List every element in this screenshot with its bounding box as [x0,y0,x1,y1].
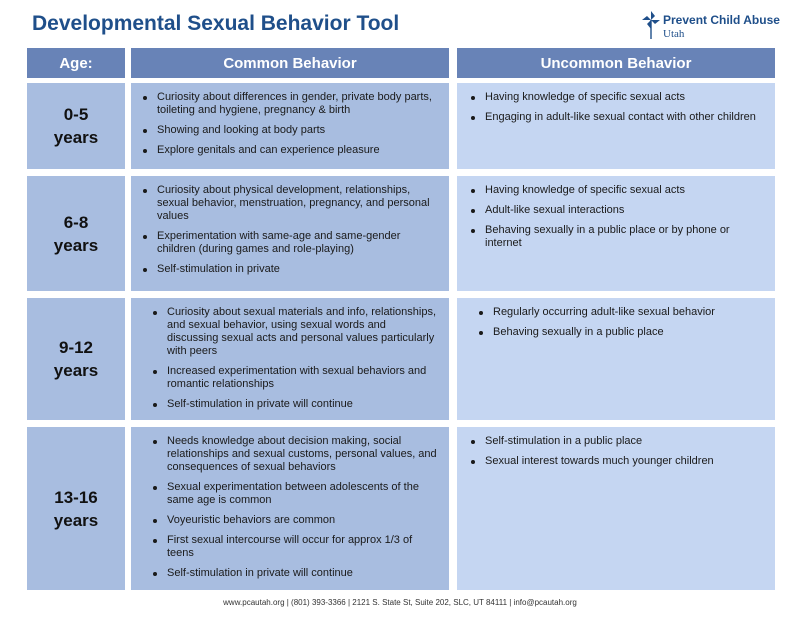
list-item: Needs knowledge about decision making, s… [151,435,439,474]
list-item: Self-stimulation in private [141,263,439,276]
list-item: Showing and looking at body parts [141,124,439,137]
header-age: Age: [27,48,125,78]
list-item: Behaving sexually in a public place [477,326,763,339]
age-cell: 13-16 years [27,427,125,590]
uncommon-behavior-list: Having knowledge of specific sexual acts… [469,91,763,124]
list-item: Engaging in adult-like sexual contact wi… [469,111,763,124]
age-cell: 9-12 years [27,298,125,420]
list-item: First sexual intercourse will occur for … [151,534,439,560]
common-behavior-cell: Curiosity about differences in gender, p… [131,83,449,169]
uncommon-behavior-cell: Having knowledge of specific sexual acts… [457,176,775,291]
list-item: Self-stimulation in private will continu… [151,398,439,411]
list-item: Regularly occurring adult-like sexual be… [477,306,763,319]
common-behavior-list: Curiosity about differences in gender, p… [141,91,439,157]
page-title: Developmental Sexual Behavior Tool [32,12,400,35]
list-item: Curiosity about physical development, re… [141,184,439,223]
list-item: Explore genitals and can experience plea… [141,144,439,157]
uncommon-behavior-cell: Self-stimulation in a public place Sexua… [457,427,775,590]
list-item: Experimentation with same-age and same-g… [141,230,439,256]
common-behavior-cell: Needs knowledge about decision making, s… [131,427,449,590]
logo-name: Prevent Child Abuse [663,13,780,27]
uncommon-behavior-cell: Regularly occurring adult-like sexual be… [457,298,775,420]
list-item: Adult-like sexual interactions [469,204,763,217]
list-item: Curiosity about differences in gender, p… [141,91,439,117]
age-cell: 6-8 years [27,176,125,291]
age-range: 13-16 [54,487,98,507]
age-range: 0-5 [63,105,89,124]
list-item: Self-stimulation in a public place [469,435,763,448]
footer-contact: www.pcautah.org | (801) 393-3366 | 2121 … [223,598,577,607]
list-item: Increased experimentation with sexual be… [151,365,439,391]
list-item: Voyeuristic behaviors are common [151,514,439,527]
header-common: Common Behavior [131,48,449,78]
age-unit: years [53,361,99,380]
uncommon-behavior-list: Self-stimulation in a public place Sexua… [469,435,763,468]
common-behavior-list: Curiosity about sexual materials and inf… [151,306,439,411]
list-item: Self-stimulation in private will continu… [151,567,439,580]
common-behavior-list: Needs knowledge about decision making, s… [151,435,439,580]
age-unit: years [53,128,99,147]
header-uncommon: Uncommon Behavior [457,48,775,78]
list-item: Sexual experimentation between adolescen… [151,481,439,507]
list-item: Having knowledge of specific sexual acts [469,91,763,104]
list-item: Curiosity about sexual materials and inf… [151,306,439,358]
uncommon-behavior-list: Regularly occurring adult-like sexual be… [477,306,763,339]
uncommon-behavior-list: Having knowledge of specific sexual acts… [469,184,763,250]
logo: Prevent Child Abuse Utah [641,10,781,46]
age-unit: years [53,235,99,255]
common-behavior-list: Curiosity about physical development, re… [141,184,439,276]
common-behavior-cell: Curiosity about physical development, re… [131,176,449,291]
common-behavior-cell: Curiosity about sexual materials and inf… [131,298,449,420]
list-item: Having knowledge of specific sexual acts [469,184,763,197]
list-item: Behaving sexually in a public place or b… [469,224,763,250]
uncommon-behavior-cell: Having knowledge of specific sexual acts… [457,83,775,169]
logo-subtitle: Utah [663,28,685,40]
pinwheel-icon [642,11,660,39]
list-item: Sexual interest towards much younger chi… [469,455,763,468]
age-unit: years [53,510,99,530]
age-range: 6-8 [63,212,89,232]
age-cell: 0-5 years [27,83,125,169]
age-range: 9-12 [58,338,94,357]
